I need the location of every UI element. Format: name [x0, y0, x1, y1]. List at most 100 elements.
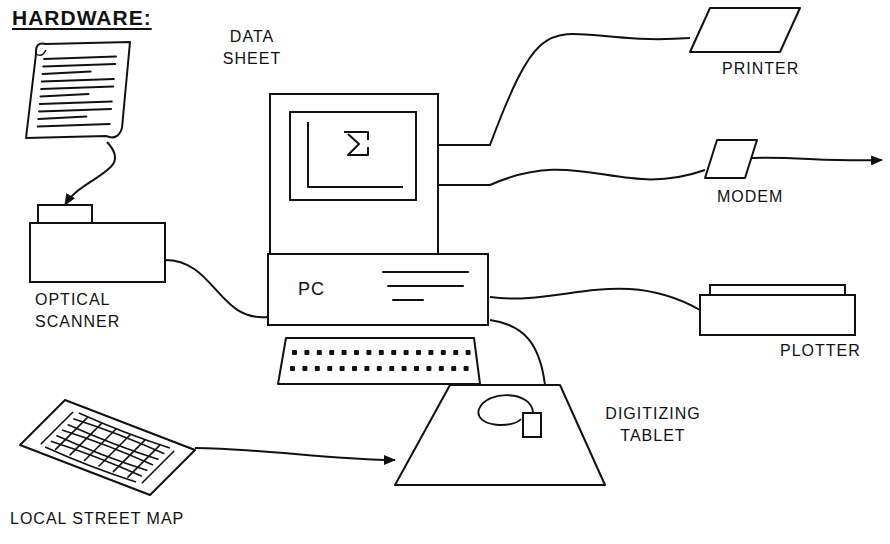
pc-drawing: [268, 92, 490, 390]
cable: [165, 260, 268, 317]
cable: [490, 289, 700, 310]
plotter-drawing: [700, 285, 855, 335]
key: [466, 350, 471, 355]
screen-symbol: [344, 132, 368, 155]
key: [416, 350, 421, 355]
plotter: PLOTTER: [700, 285, 855, 335]
text-line: [40, 102, 112, 105]
data-sheet: DATA SHEET: [22, 40, 132, 142]
key: [377, 366, 382, 371]
scanner-lid: [38, 205, 92, 223]
device-label: LOCAL STREET MAP: [10, 508, 184, 530]
key: [340, 366, 345, 371]
text-line: [38, 124, 110, 127]
street: [79, 413, 170, 448]
key: [451, 366, 456, 371]
street-map-drawing: [20, 400, 195, 495]
key: [315, 366, 320, 371]
key: [302, 366, 307, 371]
key: [414, 366, 419, 371]
text-line: [39, 109, 111, 112]
pc: PC: [268, 92, 490, 390]
key: [342, 350, 347, 355]
key: [292, 350, 297, 355]
street: [113, 440, 144, 472]
drive-slot: [388, 285, 463, 287]
plotter-body: [700, 295, 855, 335]
street: [56, 436, 147, 471]
optical-scanner-drawing: [30, 205, 165, 282]
key: [441, 350, 446, 355]
cable: [490, 34, 690, 145]
street: [128, 446, 159, 478]
screen: [290, 112, 416, 200]
digitizing-tablet-drawing: [395, 385, 605, 485]
text-line: [43, 72, 91, 75]
street: [99, 435, 131, 467]
device-label: DIGITIZING TABLET: [603, 403, 703, 446]
screen-axes: [308, 122, 403, 187]
modem-line-out: [752, 158, 882, 161]
text-line: [41, 94, 89, 97]
modem-drawing: [705, 140, 757, 178]
street: [56, 418, 88, 450]
keyboard: [278, 338, 480, 384]
street: [142, 451, 174, 483]
device-label: DATA SHEET: [212, 26, 292, 69]
street: [51, 441, 142, 476]
key: [439, 366, 444, 371]
drive-slot: [383, 271, 468, 273]
device-label: OPTICAL SCANNER: [35, 289, 145, 332]
key: [327, 366, 332, 371]
printer-drawing: [690, 8, 800, 52]
drive-slot: [393, 299, 423, 301]
tablet-outline: [395, 385, 605, 485]
key: [304, 350, 309, 355]
street: [41, 412, 72, 444]
cable-stub: [438, 144, 490, 146]
key: [364, 366, 369, 371]
key: [352, 366, 357, 371]
key: [317, 350, 322, 355]
key: [366, 350, 371, 355]
street: [45, 447, 136, 482]
puck: [523, 413, 541, 437]
paper-outline: [26, 42, 130, 138]
text-line: [42, 79, 114, 82]
printer: PRINTER: [690, 8, 800, 52]
optical-scanner: OPTICAL SCANNER: [30, 205, 165, 282]
text-line: [41, 87, 113, 90]
key: [354, 350, 359, 355]
cable: [490, 170, 705, 185]
digitizing-tablet: DIGITIZING TABLET: [395, 385, 605, 485]
data-sheet-drawing: [22, 40, 132, 142]
unit-label: PC: [298, 277, 325, 301]
street: [70, 423, 102, 455]
printer-outline: [690, 8, 800, 52]
modem: MODEM: [705, 140, 757, 178]
modem-outline: [705, 140, 757, 178]
key: [389, 366, 394, 371]
key: [404, 350, 409, 355]
key: [329, 350, 334, 355]
key: [402, 366, 407, 371]
text-line: [38, 117, 86, 120]
key: [391, 350, 396, 355]
cable-stub: [438, 184, 490, 186]
plotter-platen: [710, 285, 845, 295]
flow-arrow: [65, 142, 115, 205]
key: [453, 350, 458, 355]
flow-arrow: [195, 448, 395, 460]
key: [426, 366, 431, 371]
title: HARDWARE:: [12, 6, 152, 30]
scanner-body: [30, 223, 165, 282]
text-line: [43, 64, 115, 67]
paper-curl: [36, 50, 46, 55]
key: [379, 350, 384, 355]
street: [85, 429, 117, 461]
device-label: MODEM: [717, 186, 783, 208]
key: [428, 350, 433, 355]
key: [290, 366, 295, 371]
text-line: [44, 57, 116, 60]
